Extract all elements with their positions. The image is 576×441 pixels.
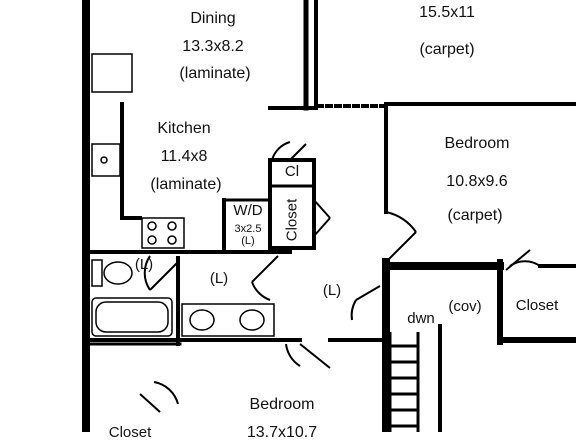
door-closet-sw	[139, 381, 179, 413]
room-size-kitchen: 11.4x8	[160, 148, 208, 165]
room-name-kitchen: Kitchen	[157, 120, 211, 137]
door-closet-e	[505, 249, 541, 271]
room-size-living: 15.5x11	[419, 4, 475, 21]
room-size-bedroom-ne: 10.8x9.6	[446, 173, 508, 190]
door-bedroom-s	[285, 343, 331, 369]
stove-icon	[141, 217, 185, 249]
room-floor-bath: (L)	[134, 256, 154, 273]
door-hall	[350, 285, 381, 321]
door-closet-vert	[313, 199, 331, 237]
room-floor-hall2: (L)	[322, 282, 342, 299]
room-name-dining: Dining	[190, 10, 236, 27]
room-size-dining: 13.3x8.2	[182, 38, 244, 55]
room-floor-wd: (L)	[241, 235, 255, 247]
floor-plan	[82, 0, 576, 432]
room-floor-landing: (cov)	[448, 298, 482, 315]
room-name-bedroom-ne: Bedroom	[444, 135, 510, 152]
stairs	[388, 332, 420, 432]
refrigerator-icon	[91, 53, 133, 93]
toilet-bowl-icon	[103, 261, 133, 285]
fixtures	[91, 53, 275, 337]
walls	[82, 0, 576, 432]
room-name-bedroom-s: Bedroom	[249, 396, 315, 413]
bath-sink-icon	[189, 309, 215, 331]
door-bath-main	[251, 255, 279, 301]
room-floor-living: (carpet)	[419, 41, 475, 58]
stairs-label: dwn	[407, 310, 435, 327]
doors	[139, 141, 541, 413]
bath-sink-icon	[239, 309, 265, 331]
door-cl	[271, 141, 307, 161]
room-name-closet-sw: Closet	[108, 424, 152, 441]
room-name-closet-e: Closet	[515, 297, 559, 314]
room-name-closet-vert: Closet	[283, 198, 301, 242]
room-size-bedroom-s: 13.7x10.7	[246, 424, 318, 441]
room-floor-dining: (laminate)	[179, 65, 251, 82]
room-name-wd: W/D	[233, 202, 263, 219]
toilet-tank-icon	[91, 259, 103, 287]
door-bedroom-ne	[385, 211, 417, 263]
door-bath-toilet	[143, 255, 179, 291]
room-floor-hall: (L)	[209, 270, 229, 287]
room-size-wd: 3x2.5	[234, 223, 262, 235]
room-name-cl: Cl	[284, 163, 300, 180]
room-floor-kitchen: (laminate)	[150, 176, 222, 193]
room-floor-bedroom-ne: (carpet)	[447, 207, 503, 224]
